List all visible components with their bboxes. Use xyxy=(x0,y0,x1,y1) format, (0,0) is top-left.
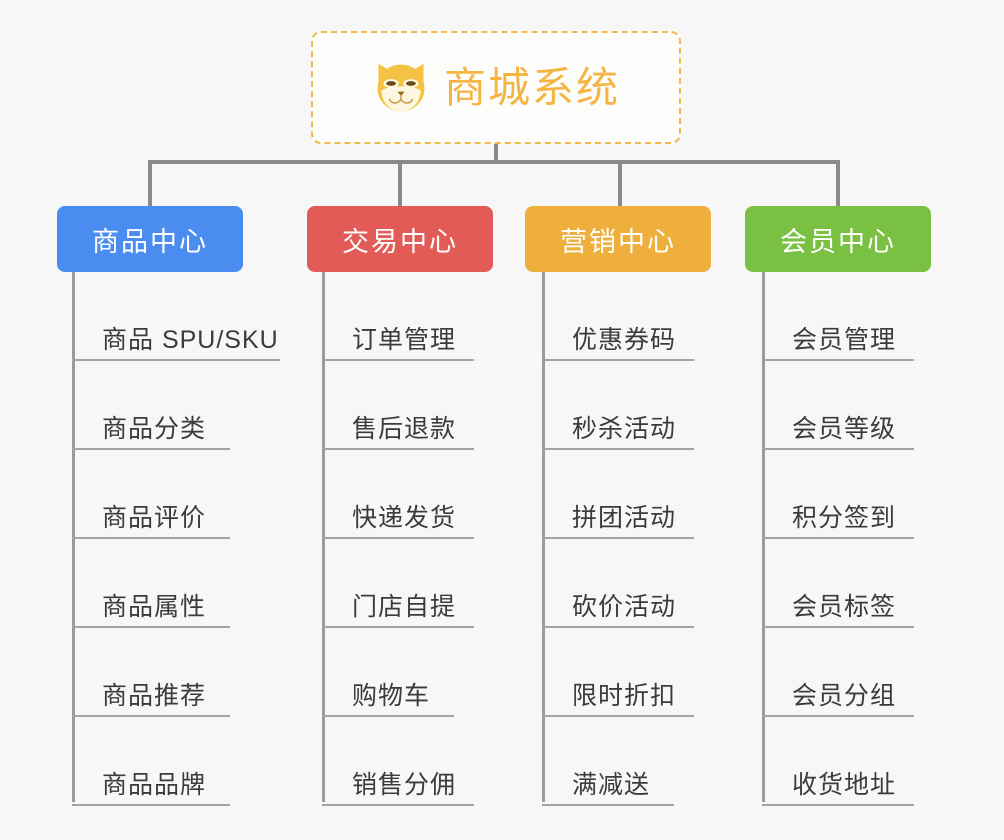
leaf-label: 满减送 xyxy=(572,771,651,799)
leaf-label: 门店自提 xyxy=(352,593,457,621)
leaf-item[interactable]: 门店自提 xyxy=(322,539,474,628)
leaf-label: 限时折扣 xyxy=(572,682,677,710)
leaf-label: 商品分类 xyxy=(102,415,207,443)
leaf-item[interactable]: 积分签到 xyxy=(762,450,914,539)
leaf-item[interactable]: 收货地址 xyxy=(762,717,914,806)
leaf-underline xyxy=(542,448,694,450)
leaf-item[interactable]: 销售分佣 xyxy=(322,717,474,806)
leaf-underline xyxy=(762,448,914,450)
leaf-underline xyxy=(322,626,474,628)
leaf-column-product-center: 商品 SPU/SKU 商品分类 商品评价 商品属性 商品推荐 商品品牌 xyxy=(72,272,280,806)
leaf-underline xyxy=(542,359,694,361)
leaf-label: 购物车 xyxy=(352,682,431,710)
leaf-underline xyxy=(72,537,230,539)
leaf-label: 积分签到 xyxy=(792,504,897,532)
leaf-item[interactable]: 会员等级 xyxy=(762,361,914,450)
leaf-item[interactable]: 商品评价 xyxy=(72,450,279,539)
leaf-underline xyxy=(762,626,914,628)
connector-horizontal-bus xyxy=(148,160,838,164)
leaf-label: 快递发货 xyxy=(352,504,457,532)
leaf-column-member-center: 会员管理 会员等级 积分签到 会员标签 会员分组 收货地址 xyxy=(762,272,914,806)
leaf-item[interactable]: 售后退款 xyxy=(322,361,474,450)
category-box-marketing-center[interactable]: 营销中心 xyxy=(525,206,711,272)
leaf-underline xyxy=(762,537,914,539)
leaf-underline xyxy=(72,715,230,717)
leaf-item[interactable]: 秒杀活动 xyxy=(542,361,694,450)
leaf-underline xyxy=(322,537,474,539)
leaf-item[interactable]: 商品 SPU/SKU xyxy=(72,272,280,361)
leaf-label: 秒杀活动 xyxy=(572,415,677,443)
leaf-underline xyxy=(542,537,694,539)
leaf-label: 商品 SPU/SKU xyxy=(102,326,279,354)
leaf-item[interactable]: 会员管理 xyxy=(762,272,914,361)
leaf-underline xyxy=(322,804,474,806)
connector-drop-0 xyxy=(148,160,152,206)
leaf-column-marketing-center: 优惠券码 秒杀活动 拼团活动 砍价活动 限时折扣 满减送 xyxy=(542,272,694,806)
leaf-underline xyxy=(322,448,474,450)
leaf-item[interactable]: 满减送 xyxy=(542,717,676,806)
leaf-label: 商品品牌 xyxy=(102,771,207,799)
leaf-underline xyxy=(542,715,694,717)
leaf-item[interactable]: 砍价活动 xyxy=(542,539,694,628)
leaf-label: 会员分组 xyxy=(792,682,897,710)
category-box-trade-center[interactable]: 交易中心 xyxy=(307,206,493,272)
leaf-item[interactable]: 优惠券码 xyxy=(542,272,694,361)
leaf-label: 商品推荐 xyxy=(102,682,207,710)
leaf-item[interactable]: 商品推荐 xyxy=(72,628,279,717)
root-node-content: 商城系统 xyxy=(372,61,620,115)
leaf-label: 商品评价 xyxy=(102,504,207,532)
leaf-item[interactable]: 订单管理 xyxy=(322,272,474,361)
leaf-underline xyxy=(72,359,280,361)
leaf-label: 会员标签 xyxy=(792,593,897,621)
leaf-item[interactable]: 商品属性 xyxy=(72,539,279,628)
leaf-item[interactable]: 限时折扣 xyxy=(542,628,694,717)
leaf-label: 售后退款 xyxy=(352,415,457,443)
shiba-inu-icon xyxy=(377,63,425,111)
leaf-item[interactable]: 会员标签 xyxy=(762,539,914,628)
leaf-item[interactable]: 拼团活动 xyxy=(542,450,694,539)
category-box-member-center[interactable]: 会员中心 xyxy=(745,206,931,272)
leaf-underline xyxy=(72,804,230,806)
leaf-item[interactable]: 商品品牌 xyxy=(72,717,279,806)
leaf-underline xyxy=(72,626,230,628)
leaf-item[interactable]: 购物车 xyxy=(322,628,456,717)
connector-drop-1 xyxy=(398,160,402,206)
leaf-underline xyxy=(762,804,914,806)
leaf-underline xyxy=(762,715,914,717)
root-title: 商城系统 xyxy=(443,63,620,111)
connector-root-stub xyxy=(494,144,498,164)
leaf-underline xyxy=(72,448,230,450)
connector-drop-2 xyxy=(618,160,622,206)
connector-drop-3 xyxy=(836,160,840,206)
leaf-label: 会员等级 xyxy=(792,415,897,443)
leaf-label: 优惠券码 xyxy=(572,326,677,354)
leaf-label: 砍价活动 xyxy=(572,593,677,621)
leaf-label: 会员管理 xyxy=(792,326,897,354)
leaf-label: 商品属性 xyxy=(102,593,207,621)
leaf-label: 收货地址 xyxy=(792,771,897,799)
leaf-underline xyxy=(322,715,454,717)
leaf-underline xyxy=(542,804,674,806)
leaf-label: 拼团活动 xyxy=(572,504,677,532)
leaf-underline xyxy=(762,359,914,361)
leaf-item[interactable]: 商品分类 xyxy=(72,361,279,450)
root-node-mall-system[interactable]: 商城系统 xyxy=(311,31,681,144)
leaf-item[interactable]: 会员分组 xyxy=(762,628,914,717)
leaf-label: 销售分佣 xyxy=(352,771,457,799)
leaf-underline xyxy=(322,359,474,361)
category-box-product-center[interactable]: 商品中心 xyxy=(57,206,243,272)
leaf-item[interactable]: 快递发货 xyxy=(322,450,474,539)
leaf-column-trade-center: 订单管理 售后退款 快递发货 门店自提 购物车 销售分佣 xyxy=(322,272,474,806)
leaf-label: 订单管理 xyxy=(352,326,457,354)
leaf-underline xyxy=(542,626,694,628)
